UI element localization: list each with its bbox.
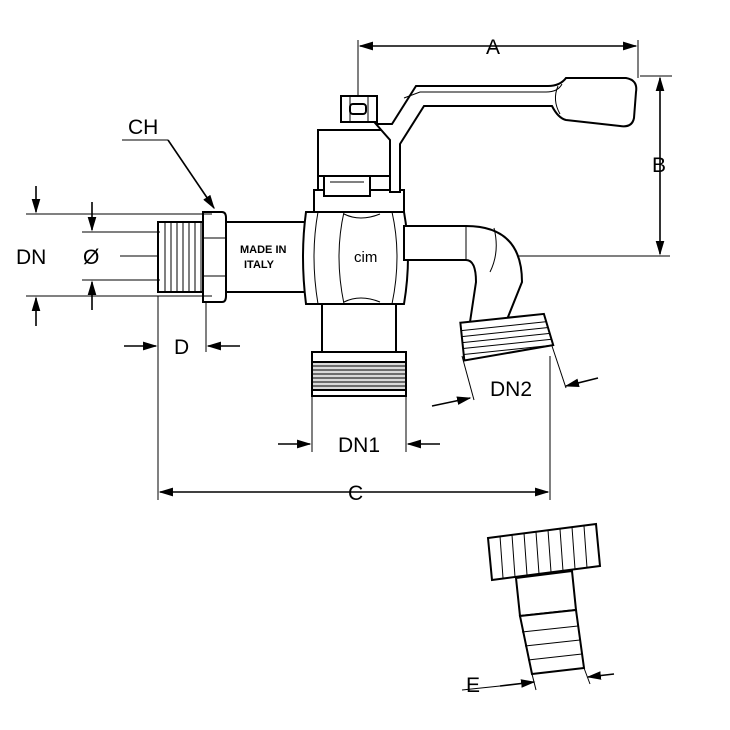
- inlet-hex-nut: [202, 211, 227, 303]
- label-DN1: DN1: [338, 434, 380, 457]
- label-diameter: Ø: [83, 246, 99, 269]
- valve-bonnet: [313, 129, 405, 213]
- dimension-B: [640, 75, 672, 256]
- elbow-outlet: [403, 225, 524, 323]
- lever-handle: [373, 77, 638, 193]
- ch-leader: [122, 139, 215, 210]
- bottom-outlet-neck: [321, 303, 397, 353]
- label-A: A: [486, 36, 500, 59]
- inlet-thread: [157, 221, 209, 293]
- label-D: D: [174, 336, 189, 359]
- dimension-DN1: [278, 396, 440, 452]
- label-E: E: [466, 674, 480, 697]
- dimension-DN: [26, 186, 212, 326]
- label-DN: DN: [16, 246, 46, 269]
- dimension-A: [357, 40, 639, 96]
- stamp-line-2: ITALY: [244, 259, 275, 271]
- hose-adapter: [486, 522, 602, 676]
- label-DN2: DN2: [490, 378, 532, 401]
- label-B: B: [652, 154, 666, 177]
- label-CH: CH: [128, 116, 158, 139]
- elbow-outlet-thread: [459, 312, 555, 362]
- dimension-D: [124, 296, 240, 352]
- dimension-diameter: [82, 202, 160, 310]
- bottom-outlet-thread: [311, 351, 407, 397]
- dimension-E: [461, 667, 615, 691]
- valve-main-body: [225, 221, 311, 293]
- stamp-line-1: MADE IN: [240, 244, 287, 256]
- bonnet-nut: [340, 95, 378, 123]
- dimension-DN2: [431, 345, 599, 407]
- brand-logo: cim: [354, 249, 377, 266]
- label-C: C: [348, 482, 363, 505]
- valve-center-chamber: [302, 211, 409, 305]
